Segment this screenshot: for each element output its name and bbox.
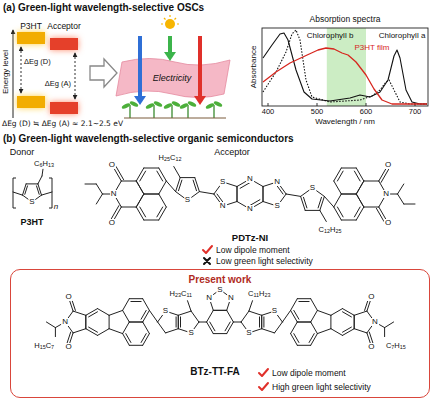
box-heading: Present work xyxy=(11,270,429,285)
atom-label: O xyxy=(384,161,392,169)
level-label: Acceptor xyxy=(47,22,81,31)
role-label: Acceptor xyxy=(214,148,250,157)
atom-label: N xyxy=(273,178,281,186)
atom-label: O xyxy=(367,293,375,301)
alkyl-chain-label: H15C7 xyxy=(33,341,55,350)
atom-label: S xyxy=(219,178,226,186)
tick-label: 500 xyxy=(311,108,324,116)
atom-label: S xyxy=(245,329,252,337)
atom-label: N xyxy=(227,294,235,302)
role-label: Donor xyxy=(10,148,35,157)
atom-label: O xyxy=(108,219,116,227)
atom-label: O xyxy=(384,219,392,227)
alkyl-chain-label: C12H25 xyxy=(318,226,343,235)
atom-label: N xyxy=(219,202,227,210)
atom-label: O xyxy=(64,343,72,351)
atom-label: S xyxy=(187,329,194,337)
polymer-bracket xyxy=(13,178,52,208)
property-note: High green light selectivity xyxy=(272,383,371,392)
atom-label: S xyxy=(271,307,278,315)
tick-label: 600 xyxy=(360,108,373,116)
band-label: Electricity xyxy=(153,74,192,83)
atom-label: S xyxy=(28,198,35,206)
atom-label: S xyxy=(309,184,316,192)
alkyl-chain-label: C11H23 xyxy=(247,290,271,299)
absorption-chart xyxy=(262,28,428,106)
atom-label: S xyxy=(184,196,191,204)
energy-diagram xyxy=(13,30,117,118)
axis-label: Absorbance xyxy=(250,46,258,89)
atom-label: O xyxy=(367,343,375,351)
plant-illustration xyxy=(116,15,230,118)
compound-name: P3HT xyxy=(20,218,43,227)
atom-label: N xyxy=(371,318,379,326)
axis-label: Energy level xyxy=(2,50,10,94)
axis-label: Wavelength / nm xyxy=(315,118,375,126)
atom-label: S xyxy=(216,286,223,294)
compound-name: PDTz-NI xyxy=(232,233,268,243)
alkyl-chain-label: H25C12 xyxy=(158,153,183,162)
gap-label: ΔEg (A) xyxy=(45,80,71,88)
curve-label: Chlorophyll a xyxy=(379,32,426,40)
panel-title: (a) Green-light wavelength-selective OSC… xyxy=(3,3,204,13)
atom-label: N xyxy=(61,318,69,326)
atom-label: N xyxy=(205,294,213,302)
atom-label: S xyxy=(274,202,281,210)
chart-title: Absorption spectra xyxy=(310,15,381,24)
atom-label: N xyxy=(246,205,254,213)
atom-label: S xyxy=(162,307,169,315)
atom-label: O xyxy=(64,293,72,301)
alkyl-chain-label: H23C11 xyxy=(169,290,193,299)
alkyl-chain-label: C6H13 xyxy=(33,160,55,169)
curve-label: P3HT film xyxy=(355,44,390,52)
property-note: Low green light selectivity xyxy=(216,257,313,266)
panel-title: (b) Green-light wavelength-selective org… xyxy=(3,134,294,144)
curve-label: Chlorophyll b xyxy=(307,32,354,40)
property-note: Low dipole moment xyxy=(272,369,346,378)
gap-equation: ΔEg (D) ≒ ΔEg (A) ≈ 2.1~2.5 eV xyxy=(2,120,123,128)
gap-label: ΔEg (D) xyxy=(24,58,51,66)
repeat-index: n xyxy=(54,203,58,211)
chemical-bonds xyxy=(13,167,415,346)
tick-label: 700 xyxy=(409,108,422,116)
atom-label: O xyxy=(108,161,116,169)
atom-label: N xyxy=(110,190,118,198)
atom-label: N xyxy=(246,175,254,183)
tick-label: 400 xyxy=(262,108,275,116)
compound-name: BTz-TT-FA xyxy=(190,367,239,377)
level-label: P3HT xyxy=(20,22,42,31)
property-note: Low dipole moment xyxy=(216,246,290,255)
alkyl-chain-label: C7H15 xyxy=(385,341,407,350)
atom-label: N xyxy=(382,190,390,198)
